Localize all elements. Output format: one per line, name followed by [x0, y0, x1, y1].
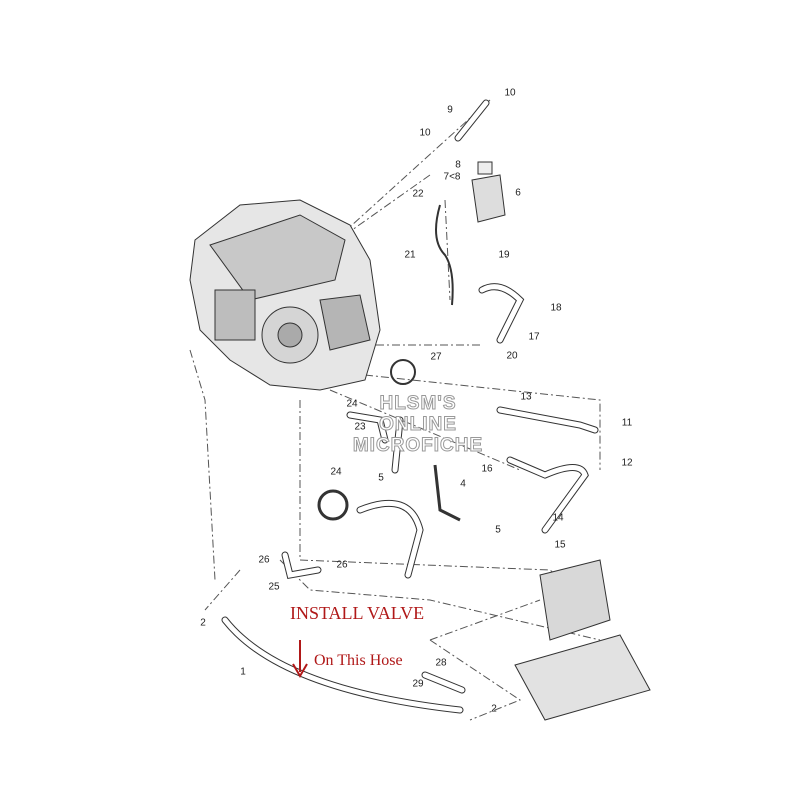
part-label: 19 [498, 249, 510, 261]
part-label: 17 [528, 331, 540, 343]
red-arrow-icon [292, 663, 308, 678]
part-label: 10 [419, 127, 431, 139]
part-label: 23 [354, 421, 366, 433]
coolant-reservoir [471, 161, 506, 223]
clamp [317, 489, 349, 521]
vent-tube [435, 204, 454, 306]
part-label: 20 [506, 350, 518, 362]
watermark-line-2: ONLINE [379, 414, 457, 436]
part-label: 13 [520, 391, 532, 403]
hose-4 [433, 464, 461, 522]
part-label: 2 [491, 703, 497, 715]
watermark-line-3: MICROFICHE [352, 435, 484, 457]
heat-exchanger [514, 559, 651, 721]
part-label: 8 [455, 159, 461, 171]
part-label: 27 [430, 351, 442, 363]
part-label: 7<8 [443, 171, 461, 183]
engine [189, 199, 381, 391]
annotation-on-this-hose: On This Hose [314, 652, 403, 669]
part-label: 14 [552, 512, 564, 524]
part-label: 26 [258, 554, 270, 566]
part-label: 15 [554, 539, 566, 551]
part-label: 10 [504, 87, 516, 99]
annotation-install-valve: INSTALL VALVE [290, 603, 425, 623]
part-label: 6 [515, 187, 521, 199]
part-label: 5 [378, 472, 384, 484]
part-label: 11 [621, 417, 633, 429]
part-label: 4 [460, 478, 466, 490]
part-label: 25 [268, 581, 280, 593]
part-label: 22 [412, 188, 424, 200]
watermark-line-1: HLSM'S [379, 393, 457, 415]
part-label: 12 [621, 457, 633, 469]
part-label: 28 [435, 657, 447, 669]
part-label: 29 [412, 678, 424, 690]
part-label: 2 [200, 617, 206, 629]
part-label: 1 [240, 666, 246, 678]
part-label: 24 [330, 466, 342, 478]
part-label: 21 [404, 249, 416, 261]
o-ring-27 [390, 359, 416, 385]
part-label: 18 [550, 302, 562, 314]
part-label: 9 [447, 104, 453, 116]
part-label: 5 [495, 524, 501, 536]
part-label: 26 [336, 559, 348, 571]
part-label: 16 [481, 463, 493, 475]
part-label: 24 [346, 398, 358, 410]
hoses-inner [222, 100, 598, 713]
